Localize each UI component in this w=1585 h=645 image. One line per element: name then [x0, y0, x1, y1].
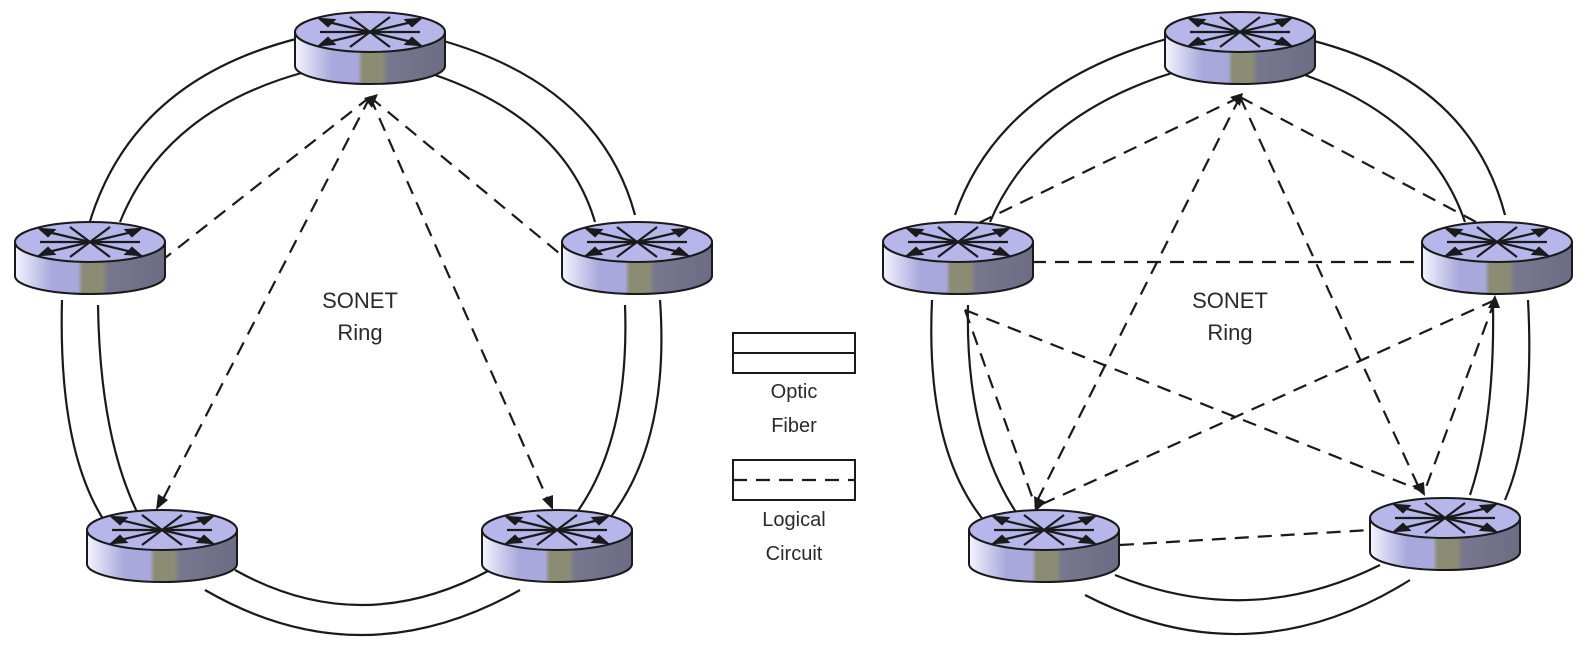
optic-fiber: [988, 70, 1176, 223]
logical-circuit: [164, 96, 371, 259]
optic-fiber: [1468, 304, 1495, 496]
optic-fiber: [1503, 299, 1531, 501]
logical-circuit: [1238, 96, 1422, 491]
logical-circuit: [1119, 528, 1371, 547]
router-icon: [1420, 220, 1574, 296]
optic-fiber: [1114, 564, 1381, 602]
optic-fiber: [1084, 579, 1411, 636]
arrowhead: [1488, 295, 1500, 308]
ring-label-line1: SONET: [322, 288, 398, 313]
left-fiber-links: [60, 36, 663, 636]
arrowhead: [1412, 482, 1425, 496]
router-icon: [967, 508, 1121, 584]
router-icon: [13, 220, 167, 296]
logical-circuit: [1239, 96, 1496, 233]
optic-fiber: [118, 70, 306, 223]
optic-fiber: [439, 38, 637, 216]
logical-circuit: [369, 96, 566, 259]
left-logical-circuits: [156, 94, 566, 510]
optic-fiber: [930, 299, 986, 523]
legend: Optic Fiber Logical Circuit: [732, 332, 856, 565]
router-icon: [881, 220, 1035, 296]
router-icon: [1368, 496, 1522, 572]
optic-fiber: [1304, 73, 1467, 223]
logical-circuit: [368, 96, 552, 506]
arrowhead: [1034, 496, 1046, 512]
optic-fiber: [609, 299, 663, 519]
legend-optic-fiber: Optic Fiber: [732, 332, 856, 437]
optic-fiber: [1309, 38, 1507, 216]
arrowhead: [1230, 93, 1243, 106]
router-icon: [85, 508, 239, 584]
logical-circuit: [159, 96, 371, 506]
logical-circuit: [1423, 299, 1497, 491]
optic-fiber: [574, 304, 627, 516]
logical-circuit: [959, 96, 1241, 233]
optic-fiber: [96, 304, 141, 519]
logical-circuit: [963, 309, 1037, 506]
logical-circuit: [1034, 96, 1241, 506]
router-icon: [560, 220, 714, 296]
arrowhead: [156, 494, 168, 510]
arrowhead: [542, 495, 553, 510]
legend-fiber-line2: Fiber: [771, 415, 817, 437]
optic-fiber: [953, 36, 1171, 216]
optic-fiber: [234, 569, 491, 606]
legend-logical-circuit: Logical Circuit: [732, 459, 856, 565]
optic-fiber: [86, 36, 301, 229]
optic-fiber: [434, 73, 597, 223]
router-icon: [1163, 10, 1317, 86]
right-logical-circuits: [959, 93, 1500, 547]
ring-label-line2: Ring: [337, 320, 382, 345]
arrowhead: [364, 94, 378, 108]
right-fiber-links: [930, 36, 1531, 636]
optic-fiber: [60, 299, 106, 523]
left-ring: SONET Ring: [13, 10, 714, 636]
optic-fiber: [966, 304, 1021, 519]
legend-circuit-line1: Logical: [762, 509, 825, 531]
legend-fiber-line1: Optic: [771, 381, 818, 403]
ring-label-line2: Ring: [1207, 320, 1252, 345]
optic-fiber: [204, 589, 521, 636]
router-icon: [293, 10, 447, 86]
ring-label-line1: SONET: [1192, 288, 1268, 313]
logical-circuit: [1039, 298, 1496, 507]
logical-circuit: [964, 308, 1421, 492]
right-ring: SONET Ring: [881, 10, 1574, 636]
router-icon: [480, 508, 634, 584]
legend-circuit-line2: Circuit: [766, 543, 823, 565]
